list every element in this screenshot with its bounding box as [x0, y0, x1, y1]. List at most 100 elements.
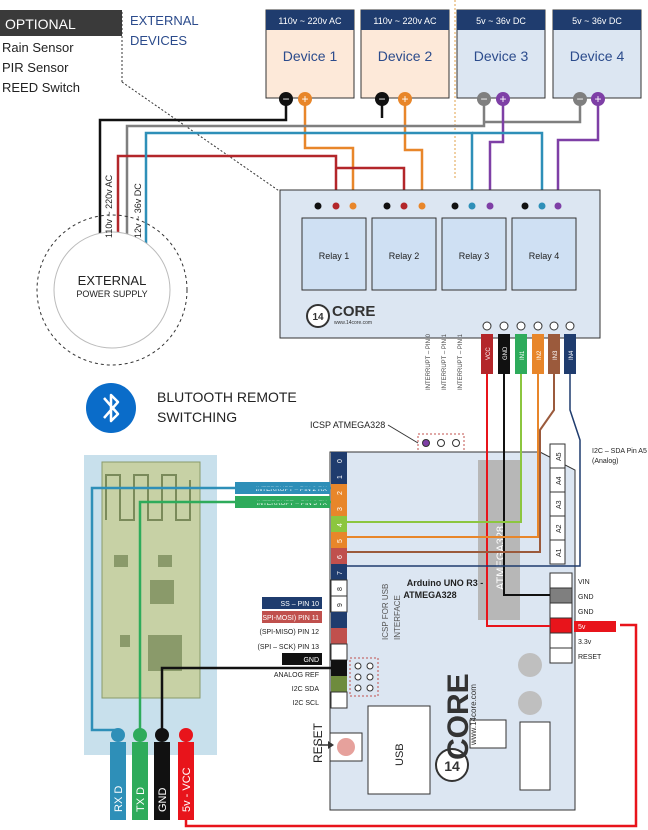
- chip-label: ATMEGA328: [495, 526, 507, 590]
- device-terminals: − + − + − + − +: [279, 92, 605, 106]
- usb-label: USB: [394, 743, 406, 766]
- device-name: Device 3: [474, 48, 529, 64]
- logo-number: 14: [312, 312, 324, 323]
- relay-module: Relay 1 Relay 2 Relay 3 Relay 4 14 CORE …: [279, 189, 601, 339]
- device-wires: [98, 99, 600, 330]
- arduino-board: ATMEGA328 Arduino UNO R3 - ATMEGA328 ICS…: [329, 451, 576, 811]
- power-supply-subtitle: POWER SUPPLY: [76, 289, 147, 299]
- power-pin-label: RESET: [578, 654, 602, 661]
- digital-pin-label: 5: [337, 539, 344, 543]
- optional-box: [0, 10, 122, 36]
- digital-pin-label: 1: [337, 475, 344, 479]
- relay-pin-label: GND: [503, 346, 509, 360]
- device-2: 110v ~ 220v AC Device 2: [360, 9, 450, 99]
- bt-pin-label: TX D: [135, 787, 147, 812]
- digital-pin-label: 4: [337, 523, 344, 527]
- spi-label: (SPI – SCK) PIN 13: [258, 644, 320, 651]
- spi-label: I2C SDA: [292, 686, 320, 693]
- relay-label: Relay 1: [319, 251, 350, 261]
- bt-pin-label: GND: [157, 788, 169, 813]
- spi-label: (SPI-MOSI) PIN 11: [260, 615, 319, 622]
- relay-pin-label: VCC: [486, 347, 492, 360]
- svg-text:+: +: [594, 92, 601, 106]
- power-pin-header: VIN GND GND 5v 3.3v RESET: [549, 572, 616, 664]
- external-power-supply: EXTERNAL POWER SUPPLY 110v ~ 220v AC 12v…: [36, 174, 188, 366]
- i2c-note: I2C – SDA Pin A5: [592, 448, 647, 455]
- relay-label: Relay 2: [389, 251, 420, 261]
- spi-label: ANALOG REF: [274, 672, 319, 679]
- bt-wire-label: INTERRUPT – PIN 3 TX: [256, 500, 327, 507]
- dc-label: 12v ~ 36v DC: [133, 183, 143, 238]
- svg-text:−: −: [576, 92, 583, 106]
- 14core-logo: 14 CORE www.14core.com: [306, 303, 375, 328]
- relay-pin-label: IN4: [569, 350, 575, 360]
- relay-label: Relay 3: [459, 251, 490, 261]
- spi-label: GND: [303, 657, 319, 664]
- relay-pin-label: IN1: [520, 350, 526, 360]
- device-supply-label: 5v ~ 36v DC: [572, 16, 622, 26]
- board-logo-url: www.14core.com: [469, 684, 478, 746]
- device-supply-label: 5v ~ 36v DC: [476, 16, 526, 26]
- optional-title: OPTIONAL: [5, 16, 76, 32]
- logo-main: CORE: [332, 303, 375, 320]
- logo-url: www.14core.com: [334, 320, 372, 326]
- external-devices-label: DEVICES: [130, 33, 187, 48]
- icsp-label: ICSP ATMEGA328: [310, 420, 385, 430]
- optional-item: PIR Sensor: [2, 60, 69, 75]
- power-supply-title: EXTERNAL: [78, 273, 147, 288]
- board-wires: [90, 374, 638, 828]
- board-name: ATMEGA328: [403, 590, 456, 600]
- relay-pin-header: VCC GND IN1 IN2 IN3 IN4: [481, 321, 576, 374]
- device-supply-label: 110v ~ 220v AC: [373, 16, 437, 26]
- analog-pin-header: A5 A4 A3 A2 A1: [549, 443, 566, 565]
- interrupt-label: INTERRUPT – PIN 1: [442, 333, 448, 390]
- svg-text:−: −: [282, 92, 289, 106]
- relay-pin-label: IN2: [537, 350, 543, 360]
- interrupt-label: INTERRUPT – PIN 0: [426, 333, 432, 390]
- svg-text:+: +: [301, 92, 308, 106]
- spi-labels: SS – PIN 10 (SPI-MOSI) PIN 11 (SPI-MISO)…: [258, 597, 322, 707]
- analog-pin-label: A4: [556, 476, 563, 485]
- external-devices-label: EXTERNAL: [130, 13, 199, 28]
- relay-label: Relay 4: [529, 251, 560, 261]
- device-supply-label: 110v ~ 220v AC: [278, 16, 342, 26]
- power-pin-label: GND: [578, 609, 594, 616]
- device-3: 5v ~ 36v DC Device 3: [456, 9, 546, 99]
- svg-text:−: −: [378, 92, 385, 106]
- digital-pin-header: 0 1 2 3 4 5 6 7 8 9: [330, 452, 348, 709]
- board-logo-number: 14: [444, 758, 460, 774]
- optional-item: REED Switch: [2, 80, 80, 95]
- analog-pin-label: A3: [556, 500, 563, 509]
- relay-pin-label: IN3: [553, 350, 559, 360]
- board-name: Arduino UNO R3 -: [407, 578, 484, 588]
- device-name: Device 4: [570, 48, 625, 64]
- icsp-usb-label: INTERFACE: [393, 595, 402, 640]
- power-pin-label: 3.3v: [578, 639, 592, 646]
- board-logo-main: CORE: [442, 673, 475, 760]
- device-name: Device 2: [378, 48, 433, 64]
- device-name: Device 1: [283, 48, 338, 64]
- digital-pin-label: 3: [337, 507, 344, 511]
- bt-pin-header: RX D TX D GND 5v - VCC: [110, 728, 194, 820]
- svg-text:+: +: [499, 92, 506, 106]
- bt-wire-label: INTERRUPT – PIN 2 RX: [256, 486, 328, 493]
- optional-item: Rain Sensor: [2, 40, 74, 55]
- device-1: 110v ~ 220v AC Device 1: [265, 9, 355, 99]
- reset-label: RESET: [311, 722, 325, 763]
- digital-pin-label: 7: [337, 571, 344, 575]
- svg-text:−: −: [480, 92, 487, 106]
- digital-pin-label: 2: [337, 491, 344, 495]
- spi-label: SS – PIN 10: [280, 601, 319, 608]
- spi-label: (SPI-MISO) PIN 12: [259, 629, 319, 636]
- bluetooth-icon: [86, 383, 136, 433]
- bt-pin-label: 5v - VCC: [181, 767, 193, 812]
- bt-pin-label: RX D: [113, 786, 125, 812]
- spi-label: I2C SCL: [293, 700, 320, 707]
- digital-pin-label: 8: [337, 587, 344, 591]
- icsp-usb-label: ICSP FOR USB: [381, 584, 390, 640]
- digital-pin-label: 9: [337, 603, 344, 607]
- power-pin-label: 5v: [578, 624, 586, 631]
- analog-pin-label: A1: [556, 548, 563, 557]
- ac-label: 110v ~ 220v AC: [104, 174, 114, 238]
